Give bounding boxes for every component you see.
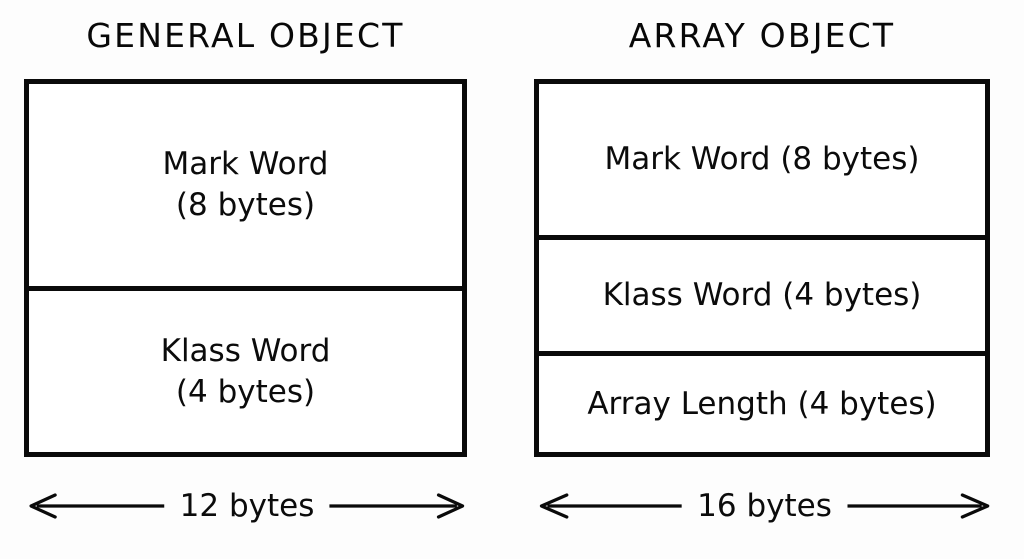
dimension-label: 12 bytes bbox=[179, 488, 315, 524]
memory-cell-mark-word: Mark Word (8 bytes) bbox=[539, 84, 985, 235]
memory-cell-label: Array Length (4 bytes) bbox=[587, 385, 937, 422]
dimension-indicator-general-object: 12 bytes bbox=[24, 478, 470, 534]
memory-cell-array-length: Array Length (4 bytes) bbox=[539, 351, 985, 452]
arrow-right-icon bbox=[328, 489, 470, 523]
arrow-left-icon bbox=[24, 489, 166, 523]
memory-cell-klass-word: Klass Word (4 bytes) bbox=[29, 286, 462, 452]
dimension-label: 16 bytes bbox=[697, 488, 832, 524]
panel-title-general-object: GENERAL OBJECT bbox=[86, 16, 405, 55]
memory-cell-label: Mark Word (8 bytes) bbox=[604, 141, 920, 177]
panel-title-array-object: ARRAY OBJECT bbox=[628, 16, 896, 55]
memory-cell-mark-word: Mark Word (8 bytes) bbox=[29, 84, 462, 286]
dimension-indicator-array-object: 16 bytes bbox=[534, 478, 995, 534]
object-layout-box-general: Mark Word (8 bytes) Klass Word (4 bytes) bbox=[24, 79, 467, 457]
memory-cell-klass-word: Klass Word (4 bytes) bbox=[539, 235, 985, 351]
memory-cell-label: Klass Word (4 bytes) bbox=[160, 332, 331, 410]
arrow-right-icon bbox=[846, 489, 995, 523]
object-layout-box-array: Mark Word (8 bytes) Klass Word (4 bytes)… bbox=[534, 79, 990, 457]
memory-cell-label: Mark Word (8 bytes) bbox=[162, 146, 329, 223]
memory-cell-label: Klass Word (4 bytes) bbox=[602, 277, 922, 313]
arrow-left-icon bbox=[534, 489, 683, 523]
